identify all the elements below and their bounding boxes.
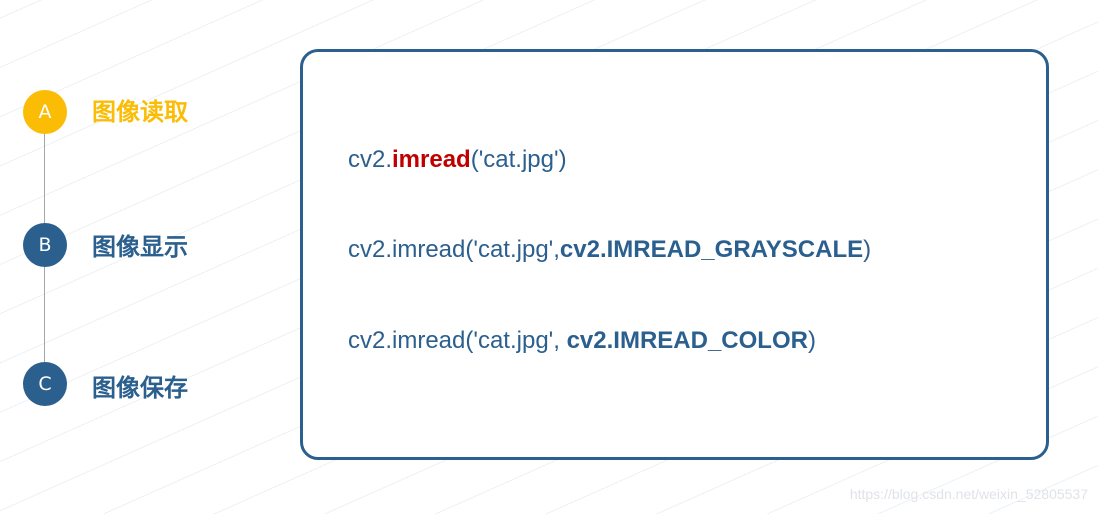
step-b-label[interactable]: 图像显示 bbox=[92, 233, 188, 261]
code-prefix: cv2.imread('cat.jpg', bbox=[348, 236, 560, 263]
code-prefix: cv2.imread('cat.jpg', bbox=[348, 327, 567, 354]
code-suffix: ) bbox=[863, 236, 872, 263]
step-a-label[interactable]: 图像读取 bbox=[92, 98, 188, 126]
step-c-label[interactable]: 图像保存 bbox=[92, 374, 188, 402]
code-suffix: ) bbox=[807, 327, 816, 354]
code-panel: cv2.imread('cat.jpg') cv2.imread('cat.jp… bbox=[300, 49, 1049, 460]
code-flag-color: cv2.IMREAD_COLOR bbox=[566, 327, 808, 354]
code-line-imread: cv2.imread('cat.jpg') bbox=[348, 145, 567, 175]
code-line-grayscale: cv2.imread('cat.jpg',cv2.IMREAD_GRAYSCAL… bbox=[348, 235, 871, 265]
code-prefix: cv2. bbox=[348, 146, 393, 173]
code-function-highlight: imread bbox=[392, 146, 471, 173]
code-args: ('cat.jpg') bbox=[470, 146, 567, 173]
code-line-color: cv2.imread('cat.jpg', cv2.IMREAD_COLOR) bbox=[348, 326, 816, 356]
step-a-badge[interactable]: A bbox=[23, 90, 67, 134]
watermark-url: https://blog.csdn.net/weixin_52805537 bbox=[849, 486, 1088, 502]
step-c-badge[interactable]: C bbox=[23, 362, 67, 406]
code-flag-grayscale: cv2.IMREAD_GRAYSCALE bbox=[559, 236, 864, 263]
step-b-badge[interactable]: B bbox=[23, 223, 67, 267]
